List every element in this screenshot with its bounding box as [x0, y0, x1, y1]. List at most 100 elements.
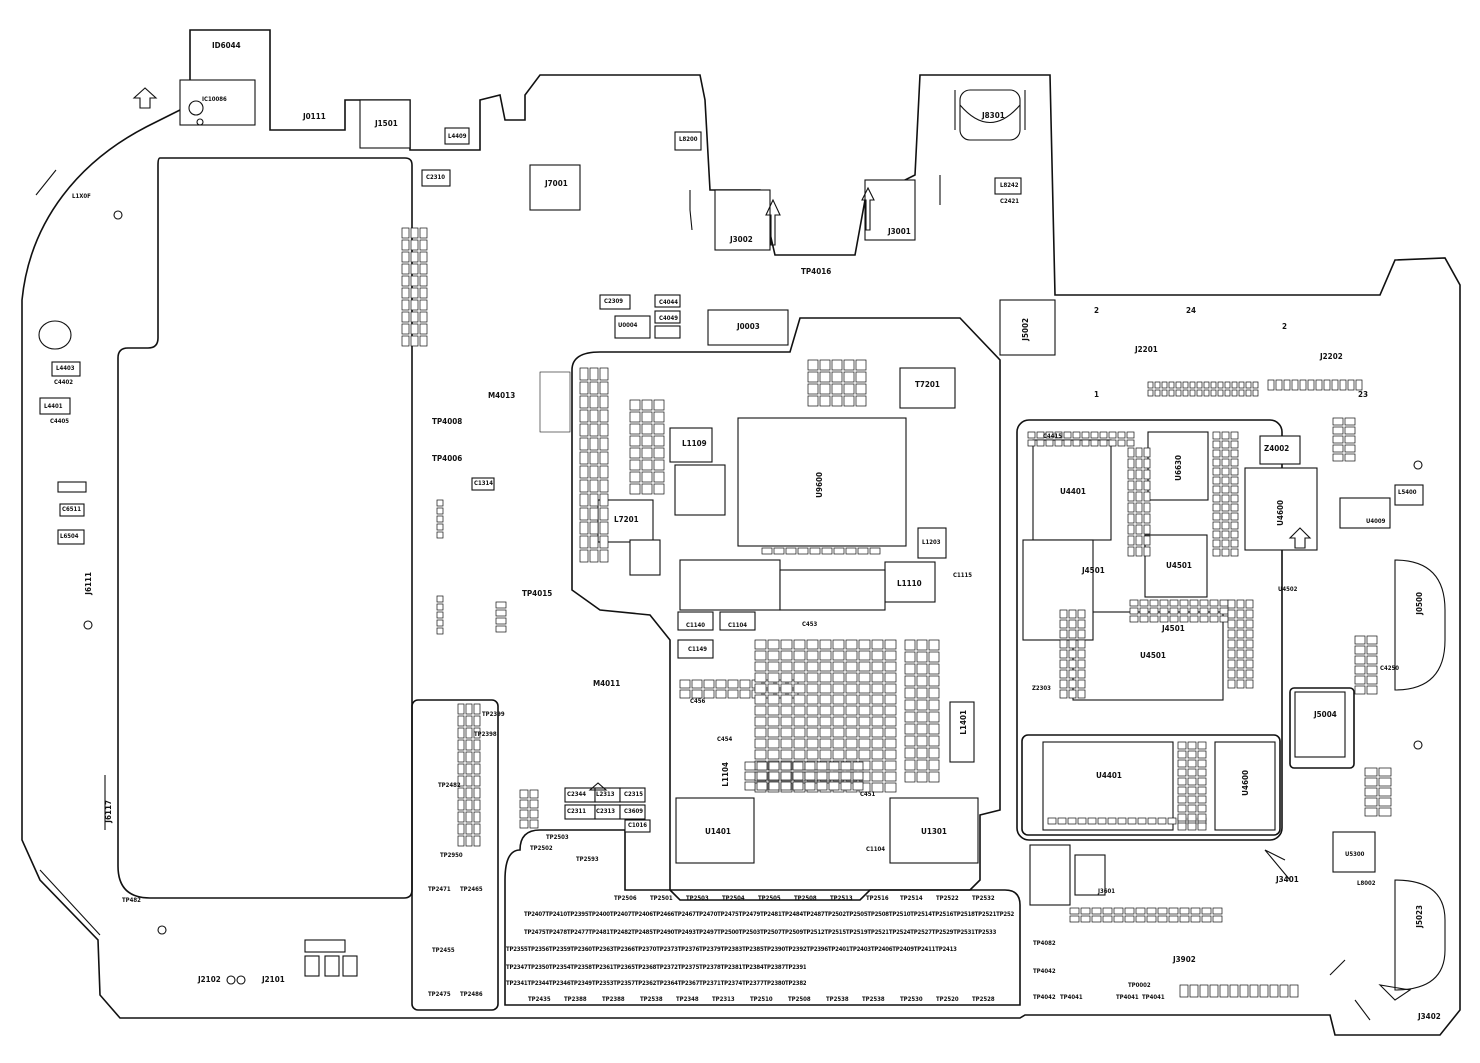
passive-pad: [529, 819, 539, 829]
passive-pad: [410, 323, 419, 335]
passive-pad: [1129, 599, 1139, 607]
passive-pad: [1113, 907, 1124, 915]
passive-pad: [1179, 615, 1189, 623]
passive-pad: [579, 367, 589, 381]
passive-pad: [1108, 431, 1117, 439]
passive-pad: [579, 465, 589, 479]
passive-pad: [780, 661, 793, 672]
passive-pad: [819, 738, 832, 749]
passive-pad: [579, 437, 589, 451]
passive-pad: [401, 335, 410, 347]
passive-pad: [845, 650, 858, 661]
passive-pad: [401, 311, 410, 323]
passive-pad: [1229, 984, 1239, 998]
passive-pad: [1364, 777, 1378, 787]
passive-pad: [401, 251, 410, 263]
passive-pad: [904, 747, 916, 759]
passive-pad: [410, 335, 419, 347]
passive-pad: [1221, 431, 1230, 440]
passive-pad: [806, 650, 819, 661]
passive-pad: [1157, 915, 1168, 923]
passive-pad: [916, 711, 928, 723]
passive-pad: [819, 716, 832, 727]
passive-pad: [579, 423, 589, 437]
passive-pad: [727, 679, 739, 689]
passive-pad: [832, 705, 845, 716]
passive-pad: [1236, 619, 1245, 629]
passive-pad: [1059, 679, 1068, 689]
passive-pad: [436, 523, 444, 531]
passive-pad: [1355, 379, 1363, 391]
passive-pad: [1331, 379, 1339, 391]
passive-pad: [457, 823, 465, 835]
passive-pad: [793, 661, 806, 672]
passive-pad: [916, 651, 928, 663]
passive-pad: [916, 747, 928, 759]
passive-pad: [1045, 431, 1054, 439]
passive-pad: [884, 639, 897, 650]
passive-pad: [843, 359, 855, 371]
passive-pad: [785, 547, 797, 555]
passive-pad: [1147, 389, 1154, 397]
board-outline: [21, 29, 1461, 1036]
passive-pad: [1224, 389, 1231, 397]
passive-pad: [703, 689, 715, 699]
passive-pad: [904, 651, 916, 663]
passive-pad: [804, 781, 816, 791]
passive-pad: [819, 705, 832, 716]
passive-pad: [871, 694, 884, 705]
passive-pad: [928, 663, 940, 675]
passive-pad: [884, 738, 897, 749]
passive-pad: [1230, 530, 1239, 539]
passive-pad: [780, 781, 792, 791]
passive-pad: [1143, 480, 1151, 491]
passive-pad: [1315, 379, 1323, 391]
passive-pad: [1210, 381, 1217, 389]
passive-pad: [679, 689, 691, 699]
passive-pad: [1219, 984, 1229, 998]
passive-pad: [1197, 822, 1207, 831]
passive-pad: [1269, 984, 1279, 998]
passive-pad: [653, 459, 665, 471]
passive-pad: [831, 395, 843, 407]
passive-pad: [589, 521, 599, 535]
passive-pad: [1135, 491, 1143, 502]
passive-pad: [579, 409, 589, 423]
passive-pad: [1332, 453, 1344, 462]
passive-pad: [1212, 907, 1223, 915]
passive-pad: [579, 451, 589, 465]
passive-pad: [819, 359, 831, 371]
passive-pad: [419, 239, 428, 251]
passive-pad: [1159, 615, 1169, 623]
passive-pad: [1230, 440, 1239, 449]
passive-pad: [1068, 619, 1077, 629]
passive-pad: [1027, 439, 1036, 447]
passive-pad: [495, 625, 507, 633]
passive-pad: [840, 771, 852, 781]
passive-pad: [1378, 807, 1392, 817]
passive-pad: [739, 689, 751, 699]
passive-pad: [1135, 469, 1143, 480]
passive-pad: [832, 738, 845, 749]
passive-pad: [1077, 689, 1086, 699]
passive-pad: [819, 383, 831, 395]
passive-pad: [1090, 431, 1099, 439]
passive-pad: [1147, 381, 1154, 389]
passive-pad: [1267, 379, 1275, 391]
passive-pad: [767, 650, 780, 661]
passive-pad: [858, 727, 871, 738]
passive-pad: [1378, 787, 1392, 797]
passive-pad: [767, 672, 780, 683]
passive-pad: [816, 781, 828, 791]
passive-pad: [1159, 599, 1169, 607]
passive-pad: [1081, 439, 1090, 447]
passive-pad: [819, 727, 832, 738]
passive-pad: [904, 759, 916, 771]
passive-pad: [465, 787, 473, 799]
passive-pad: [871, 771, 884, 782]
passive-pad: [1187, 822, 1197, 831]
passive-pad: [589, 451, 599, 465]
passive-pad: [855, 371, 867, 383]
passive-pad: [1197, 777, 1207, 786]
passive-pad: [793, 639, 806, 650]
